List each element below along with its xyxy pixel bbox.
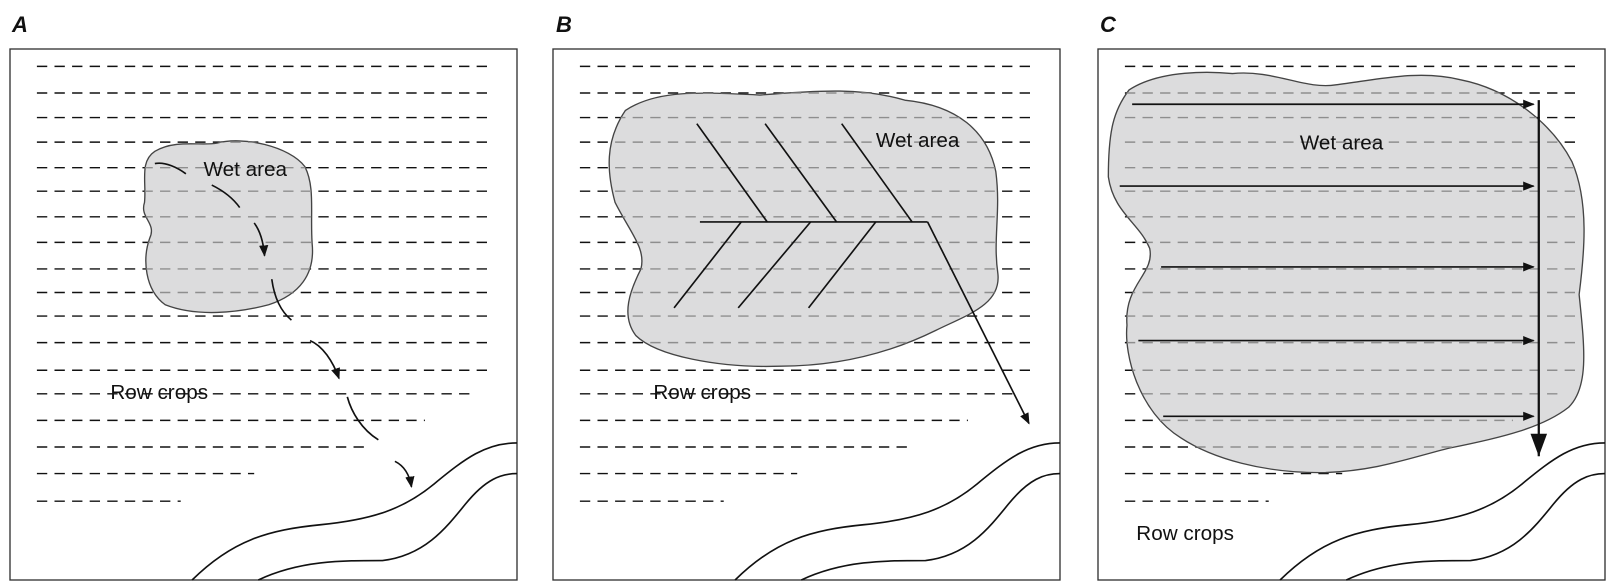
- row-crops-label: Row crops: [1136, 522, 1234, 545]
- river-bank-upper: [734, 442, 1061, 581]
- lateral-drain-upper: [764, 123, 838, 223]
- lateral-drain-lower: [807, 221, 877, 309]
- wet-area-label: Wet area: [203, 158, 287, 181]
- row-crops-label: Row crops: [653, 381, 751, 404]
- river-bank-upper: [191, 442, 518, 581]
- outlet-drain-arrow: [926, 221, 1030, 425]
- wet-area-shape: [1107, 71, 1585, 474]
- surface-flow-segment: [270, 279, 292, 321]
- lateral-drain-lower: [737, 221, 812, 309]
- lateral-drain-lower: [673, 221, 742, 309]
- river-bank-lower: [257, 472, 518, 581]
- surface-flow-segment: [154, 162, 187, 175]
- river-bank-upper: [1279, 442, 1606, 581]
- lateral-drain-upper: [696, 123, 768, 223]
- surface-flow-arrow: [309, 339, 340, 380]
- panel-c-label: C: [1100, 12, 1116, 37]
- panel-a-label: A: [12, 12, 28, 37]
- river-bank-lower: [800, 472, 1061, 581]
- surface-flow-segment: [211, 184, 241, 209]
- surface-flow-segment: [346, 396, 379, 441]
- wet-area-label: Wet area: [876, 129, 960, 152]
- wet-area-label: Wet area: [1300, 131, 1384, 154]
- river-bank-lower: [1345, 472, 1606, 581]
- lateral-drain-upper: [841, 123, 913, 223]
- surface-flow-arrow: [394, 460, 415, 489]
- main-drain-arrowhead-icon: [1530, 433, 1548, 457]
- panel-frame: [9, 48, 518, 581]
- surface-flow-arrow: [253, 222, 269, 257]
- row-crops-label: Row crops: [110, 381, 208, 404]
- panel-b-label: B: [556, 12, 572, 37]
